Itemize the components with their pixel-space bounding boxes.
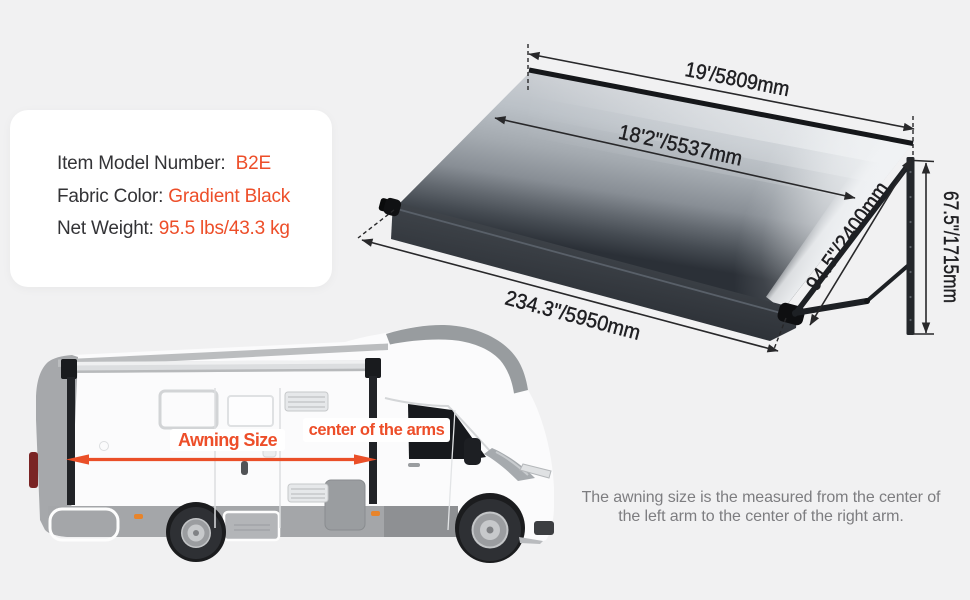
- svg-text:67.5"/1715mm: 67.5"/1715mm: [939, 191, 962, 303]
